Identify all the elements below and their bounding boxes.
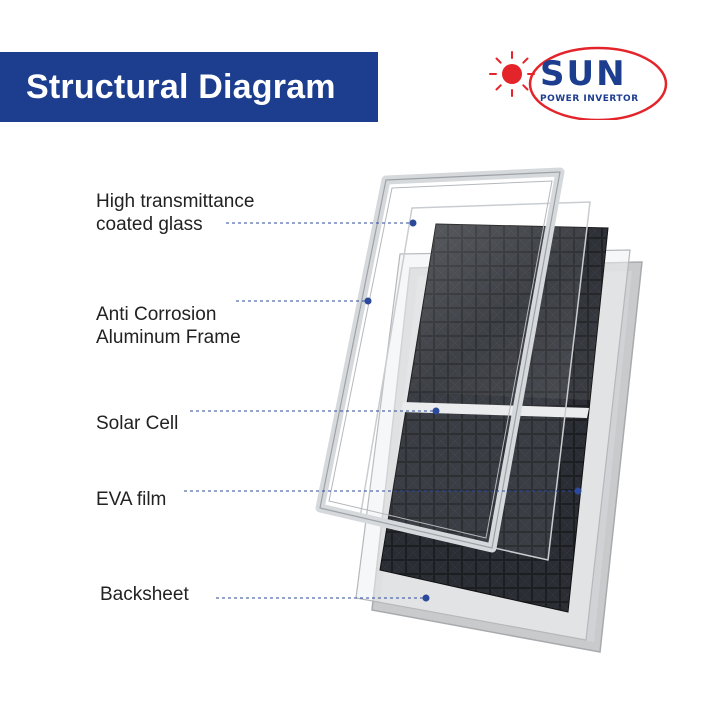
label-backsheet-line1: Backsheet xyxy=(100,584,189,605)
logo-ring xyxy=(528,46,668,120)
brand-logo: SUN POWER INVERTOR xyxy=(480,40,670,120)
label-glass-line2: coated glass xyxy=(96,214,203,235)
label-cell: Solar Cell xyxy=(96,412,178,435)
label-cell-line1: Solar Cell xyxy=(96,413,179,434)
aluminum-frame xyxy=(315,167,565,553)
page-title: Structural Diagram xyxy=(26,67,336,106)
sun-icon xyxy=(489,51,535,97)
leader-dot-frame xyxy=(364,297,372,305)
logo-brand-text: SUN xyxy=(540,54,627,94)
leader-dot-glass xyxy=(409,219,417,227)
leader-dot-eva xyxy=(574,487,582,495)
label-frame-line1: Anti Corrosion xyxy=(96,304,217,325)
glass-layer xyxy=(359,201,591,561)
label-glass: High transmittance coated glass xyxy=(96,190,254,236)
label-frame: Anti Corrosion Aluminum Frame xyxy=(96,303,241,349)
solar-cell-layer xyxy=(379,223,609,613)
logo-graphic xyxy=(489,46,668,120)
leader-dot-cell xyxy=(432,407,440,415)
label-backsheet: Backsheet xyxy=(100,583,189,606)
logo-tagline: POWER INVERTOR xyxy=(540,94,639,104)
label-frame-line2: Aluminum Frame xyxy=(96,327,241,348)
leader-dot-backsheet xyxy=(422,594,430,602)
label-eva-line1: EVA film xyxy=(96,489,167,510)
title-banner: Structural Diagram xyxy=(0,52,378,122)
label-eva: EVA film xyxy=(96,488,166,511)
label-glass-line1: High transmittance xyxy=(96,191,255,212)
